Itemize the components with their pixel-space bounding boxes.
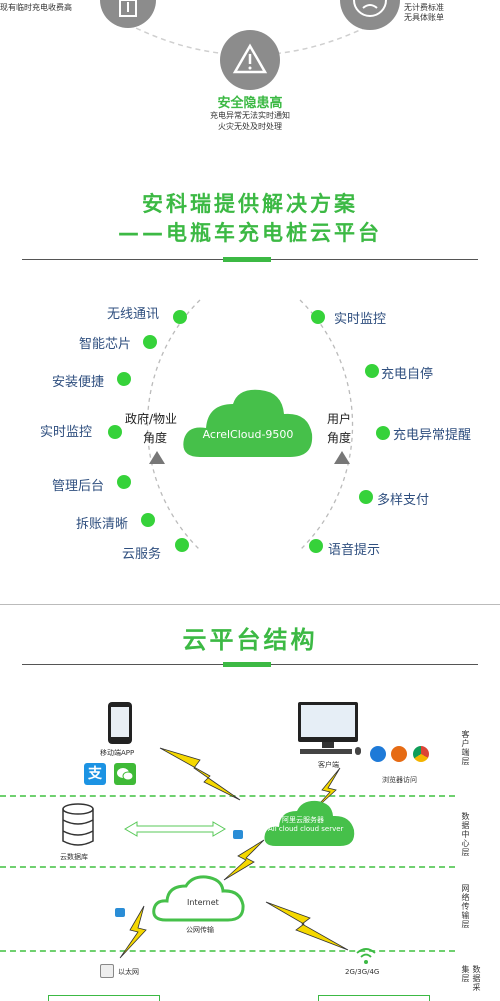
bullet-dot xyxy=(365,364,379,378)
cloud-icon xyxy=(183,389,313,457)
connector-line xyxy=(318,995,430,1001)
right-role-2: 角度 xyxy=(327,431,352,445)
keyboard-icon xyxy=(300,749,352,754)
internet-cloud-icon xyxy=(152,875,245,922)
right-role-1: 用户 xyxy=(327,412,352,426)
cloud-db-label: 云数据库 xyxy=(60,853,88,861)
left-triangle-icon xyxy=(149,451,165,464)
bullet-dot xyxy=(108,425,122,439)
monitor-stand xyxy=(322,742,334,748)
layer-label-client: 客户端层 xyxy=(461,730,470,766)
alipay-icon: 支 xyxy=(84,763,106,785)
right-item-1: 充电自停 xyxy=(381,367,434,382)
right-item-4: 语音提示 xyxy=(328,543,381,558)
connector-line xyxy=(48,995,160,1001)
phone-icon xyxy=(108,702,132,744)
bullet-dot xyxy=(175,538,189,552)
browser-label: 浏览器访问 xyxy=(382,776,417,784)
right-item-2: 充电异常提醒 xyxy=(393,428,472,443)
section-divider xyxy=(0,604,500,605)
lock-icon xyxy=(233,830,243,839)
left-top-text: 现有临时充电收费高 xyxy=(0,3,72,12)
center-desc-2: 火灾无处及时处理 xyxy=(218,122,282,131)
solution-title-1: 安科瑞提供解决方案 xyxy=(142,192,358,216)
aliyun-label-2: Ali cloud cloud server xyxy=(268,825,344,833)
left-item-5: 拆账清晰 xyxy=(76,517,129,532)
database-icon xyxy=(62,803,94,846)
fee-icon xyxy=(100,0,156,28)
bullet-dot xyxy=(359,490,373,504)
mobile-net-label: 2G/3G/4G xyxy=(345,968,380,976)
signal-icon xyxy=(356,948,376,964)
left-item-0: 无线通讯 xyxy=(107,307,160,322)
bullet-dot xyxy=(117,475,131,489)
right-item-0: 实时监控 xyxy=(334,312,387,327)
layer-label-network: 网络传输层 xyxy=(461,884,470,929)
wechat-icon xyxy=(114,763,136,785)
ie-icon xyxy=(370,746,386,762)
chrome-icon xyxy=(413,746,429,762)
bullet-dot xyxy=(309,539,323,553)
ethernet-label: 以太网 xyxy=(118,968,139,976)
bullet-dot xyxy=(376,426,390,440)
face-icon xyxy=(340,0,400,30)
left-item-1: 智能芯片 xyxy=(79,337,132,352)
double-arrow-icon xyxy=(124,821,226,837)
left-role-1: 政府/物业 xyxy=(125,412,178,426)
warning-icon xyxy=(220,30,280,90)
lightning-icon xyxy=(223,839,265,881)
right-top-text-1: 无计费标准 xyxy=(404,3,444,12)
ethernet-icon xyxy=(100,964,114,978)
left-item-2: 安装便捷 xyxy=(52,375,105,390)
left-role-2: 角度 xyxy=(143,431,168,445)
solution-ring xyxy=(146,299,354,551)
divider-accent xyxy=(223,257,271,262)
lightning-icon xyxy=(265,901,349,951)
solution-title-2: ——电瓶车充电桩云平台 xyxy=(118,221,382,245)
right-item-3: 多样支付 xyxy=(377,493,430,508)
structure-title: 云平台结构 xyxy=(182,626,318,654)
lightning-icon xyxy=(119,905,147,959)
lightning-icon xyxy=(159,747,241,801)
right-triangle-icon xyxy=(334,451,350,464)
divider-accent xyxy=(223,662,271,667)
left-item-6: 云服务 xyxy=(122,547,162,562)
bullet-dot xyxy=(117,372,131,386)
layer-label-datacenter: 数据中心层 xyxy=(461,812,470,857)
lock-icon xyxy=(115,908,125,917)
layer-divider xyxy=(0,866,455,868)
mouse-icon xyxy=(355,747,361,755)
left-item-4: 管理后台 xyxy=(52,479,105,494)
public-net-label: 公网传输 xyxy=(186,926,214,934)
internet-label: Internet xyxy=(187,898,219,907)
layer-label-collect: 数据采集层 xyxy=(461,965,481,992)
right-top-text-2: 无具体账单 xyxy=(404,13,444,22)
bullet-dot xyxy=(173,310,187,324)
bullet-dot xyxy=(143,335,157,349)
cloud-label: AcrelCloud-9500 xyxy=(202,428,294,441)
monitor-icon xyxy=(298,702,358,742)
center-desc-1: 充电异常无法实时通知 xyxy=(210,111,290,120)
layer-divider xyxy=(0,950,455,952)
aliyun-cloud-icon xyxy=(264,800,355,846)
left-item-3: 实时监控 xyxy=(40,425,93,440)
bullet-dot xyxy=(141,513,155,527)
bullet-dot xyxy=(311,310,325,324)
mobile-app-label: 移动端APP xyxy=(100,749,135,757)
client-label: 客户端 xyxy=(318,761,339,769)
aliyun-label-1: 阿里云服务器 xyxy=(282,816,324,824)
layer-divider xyxy=(0,795,455,797)
center-title: 安全隐患高 xyxy=(217,96,283,111)
firefox-icon xyxy=(391,746,407,762)
